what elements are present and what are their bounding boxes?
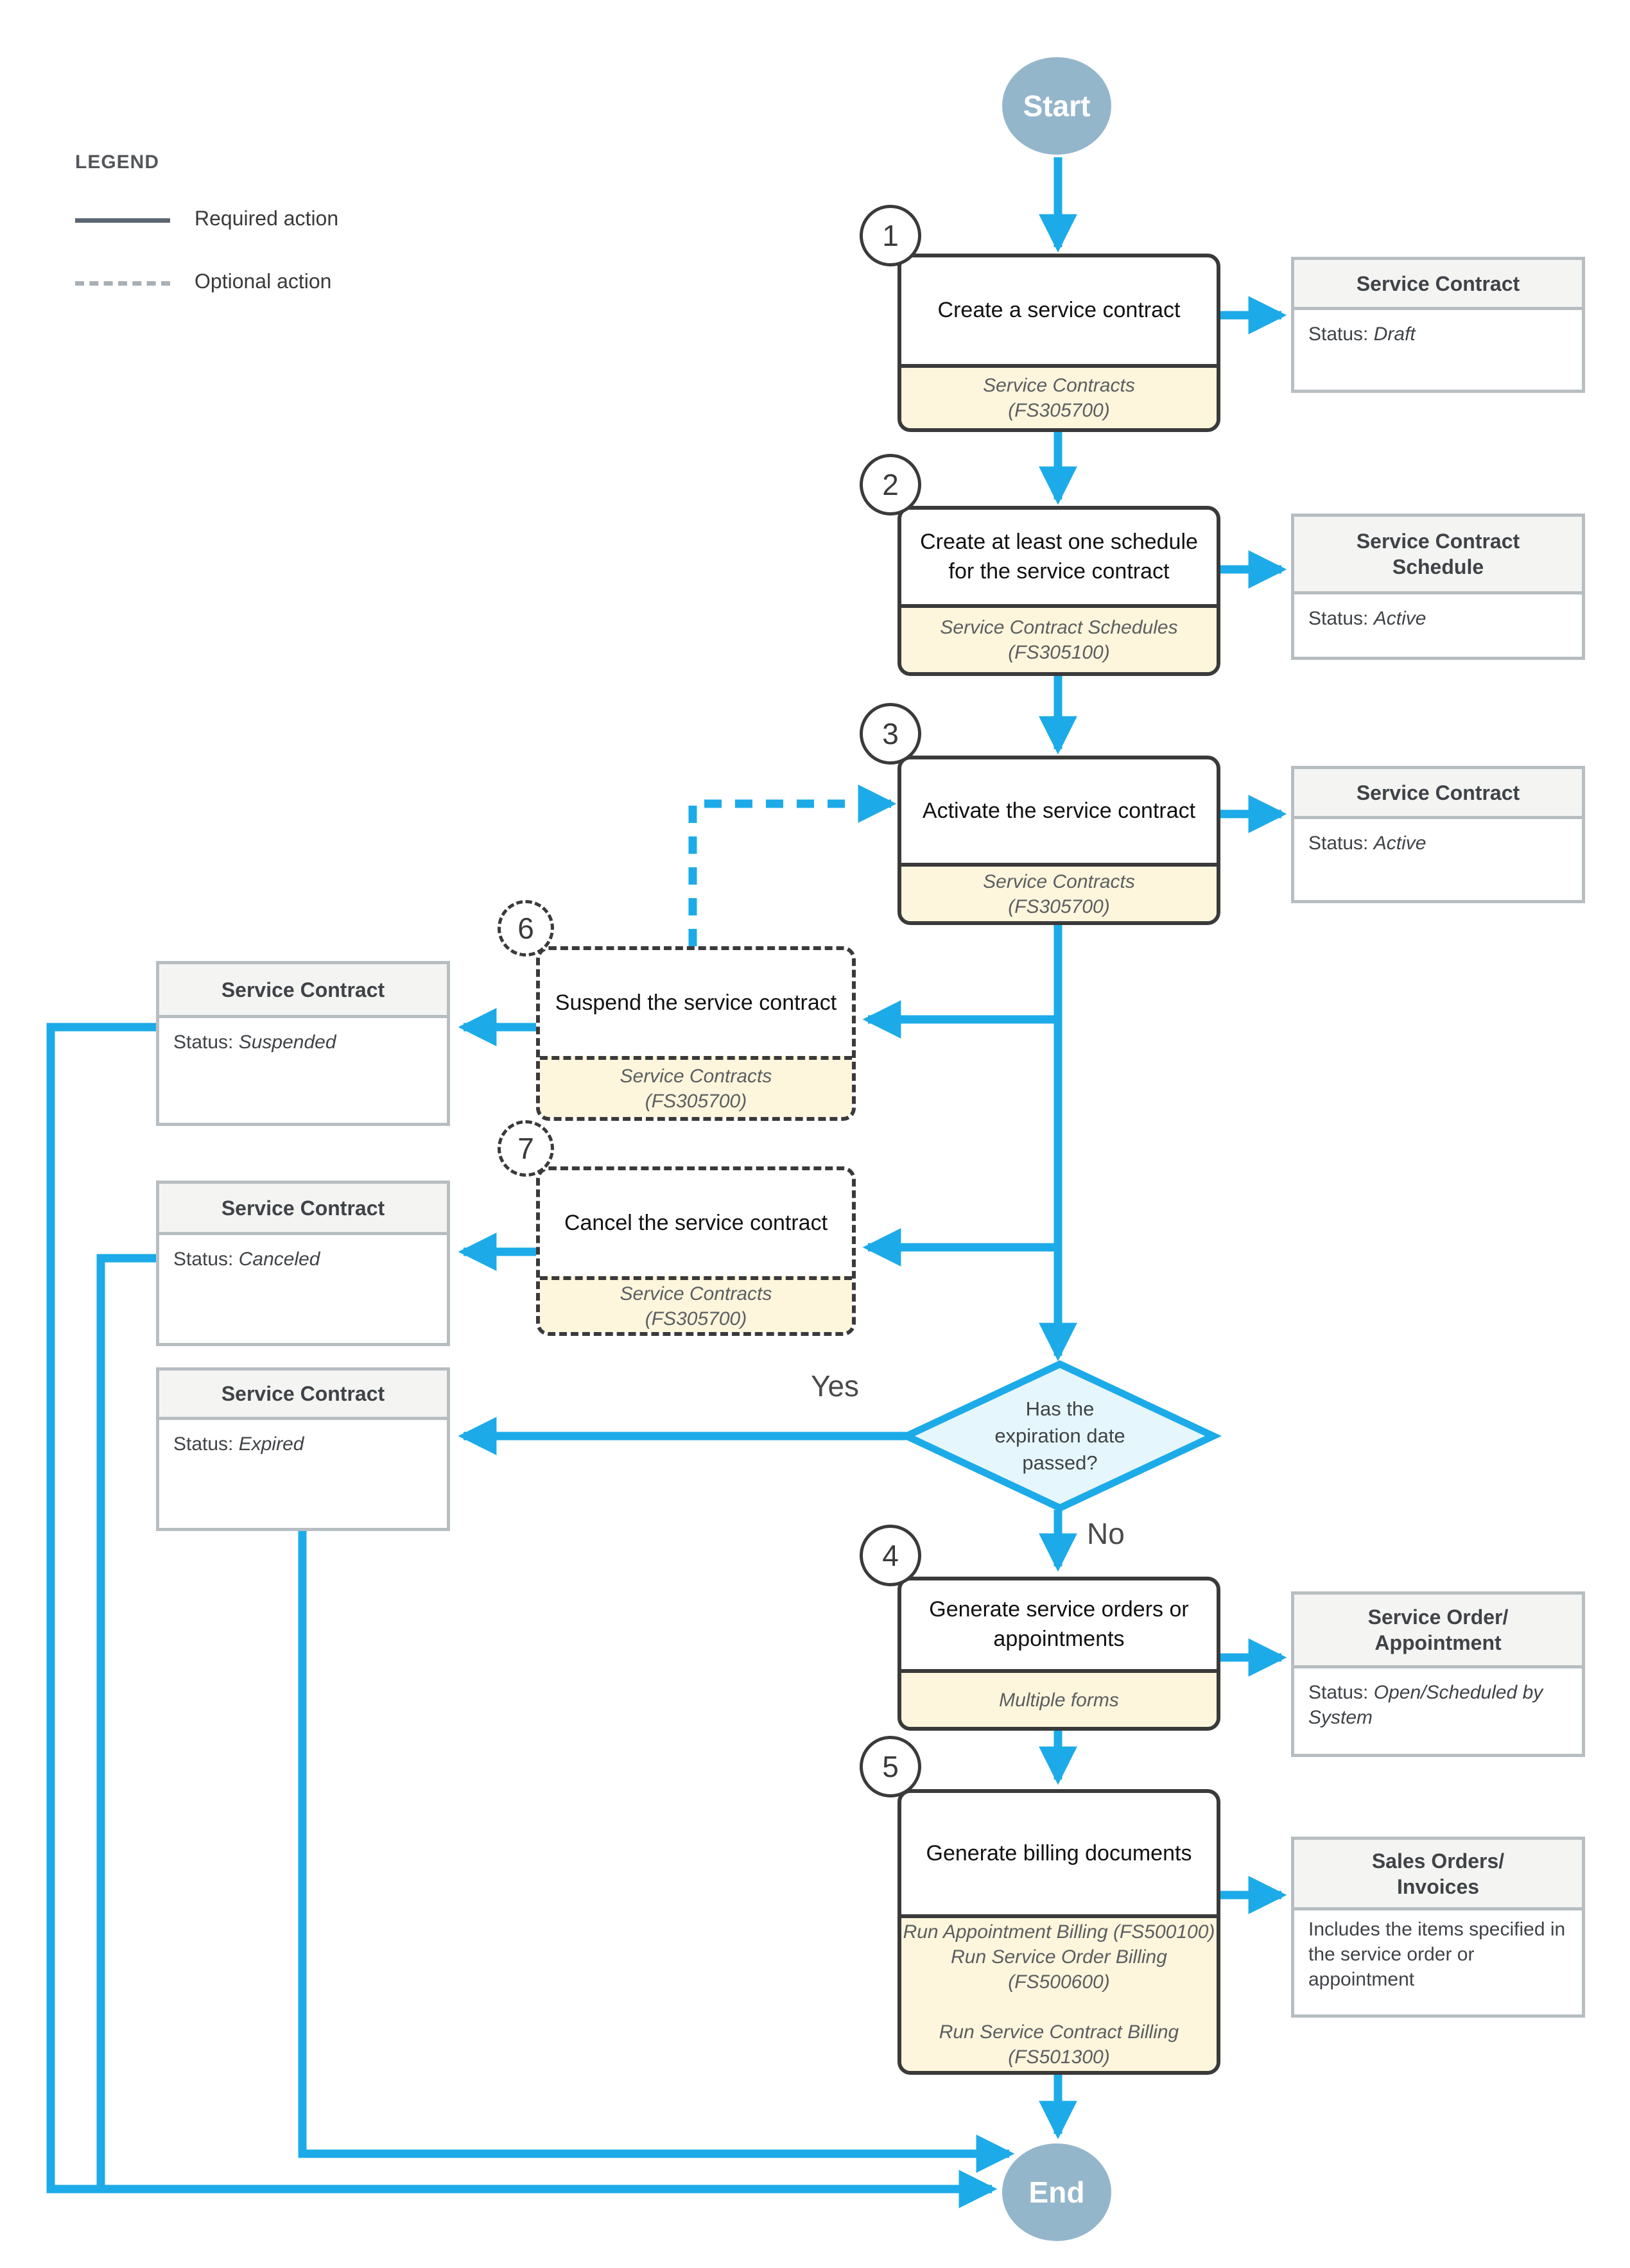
status-value: Active [1373,608,1426,629]
status-label: Status: [1308,1682,1369,1703]
status-label: Status: [173,1249,234,1270]
artifact-title: Service Contract [1294,260,1582,310]
optional-action-line-sample [75,281,170,286]
step-form-reference: Multiple forms [901,1669,1217,1727]
step-form-reference: Service Contracts (FS305700) [540,1276,852,1332]
artifact-status: Status: Open/Scheduled by System [1294,1668,1582,1754]
step-number-badge-6: 6 [498,900,554,957]
artifact-status: Status: Suspended [159,1018,447,1123]
artifact-title: Service Contract [159,964,447,1018]
step-cancel-contract: Cancel the service contract Service Cont… [536,1166,856,1336]
artifact-status: Status: Active [1294,594,1582,657]
line-suspended-to-end [46,1023,998,2208]
status-label: Status: [1308,608,1369,629]
decision-diamond [898,1360,1222,1512]
step-label: Cancel the service contract [564,1210,828,1235]
status-label: Status: [1308,324,1369,345]
artifact-status: Status: Expired [159,1420,447,1528]
step-suspend-contract: Suspend the service contract Service Con… [536,946,856,1121]
status-value: Draft [1373,324,1416,345]
artifact-contract-active: Service Contract Status: Active [1291,766,1585,903]
step-number-badge-2: 2 [860,454,921,515]
artifact-contract-expired: Service Contract Status: Expired [156,1367,450,1531]
artifact-contract-schedule: Service Contract Schedule Status: Active [1291,514,1585,660]
required-action-line-sample [75,218,170,223]
decision-question: Has the expiration date passed? [994,1398,1125,1474]
step-number-badge-5: 5 [860,1736,921,1797]
artifact-title: Service Order/ Appointment [1294,1595,1582,1668]
artifact-title: Service Contract [159,1184,447,1235]
step-label: Create a service contract [937,298,1181,323]
step-generate-billing: Generate billing documents Run Appointme… [897,1789,1220,2075]
step-form-reference: Service Contracts (FS305700) [901,863,1217,921]
status-value: Canceled [238,1249,320,1270]
artifact-contract-draft: Service Contract Status: Draft [1291,257,1585,393]
legend-row-required: Required action [75,207,338,236]
step-label: Activate the service contract [922,798,1196,823]
artifact-status: Status: Draft [1294,310,1582,390]
step-activate-contract: Activate the service contract Service Co… [897,756,1220,925]
status-label: Status: [1308,833,1369,854]
artifact-title: Service Contract [159,1371,447,1420]
step-generate-orders: Generate service orders or appointments … [897,1577,1220,1731]
status-value: Suspended [238,1032,336,1053]
step-label: Generate service orders or appointments [929,1597,1189,1651]
artifact-contract-suspended: Service Contract Status: Suspended [156,961,450,1126]
step-form-reference: Run Appointment Billing (FS500100) Run S… [901,1914,1217,2071]
step-number-badge-1: 1 [860,205,921,266]
artifact-title: Sales Orders/ Invoices [1294,1840,1582,1910]
step-number-badge-4: 4 [860,1525,921,1586]
step-label: Create at least one schedule for the ser… [920,529,1198,584]
decision-no-label: No [1087,1517,1125,1550]
status-label: Status: [173,1032,234,1053]
start-node: Start [1002,57,1111,155]
decision-yes-label: Yes [811,1369,860,1403]
legend-row-optional: Optional action [75,270,331,299]
status-label: Status: [173,1433,234,1455]
step-label: Suspend the service contract [555,990,837,1015]
step-create-contract: Create a service contract Service Contra… [897,254,1220,432]
artifact-status: Status: Canceled [159,1235,447,1343]
status-value: Expired [238,1433,304,1455]
artifact-title: Service Contract Schedule [1294,517,1582,594]
arrow-optional-suspend-to-activate [688,784,897,946]
artifact-description: Includes the items specified in the serv… [1308,1919,1566,1990]
step-number-badge-3: 3 [860,703,921,765]
artifact-contract-canceled: Service Contract Status: Canceled [156,1181,450,1346]
artifact-sales-orders: Sales Orders/ Invoices Includes the item… [1291,1837,1585,2018]
artifact-title: Service Contract [1294,769,1582,819]
legend-required-label: Required action [195,207,339,230]
legend-optional-label: Optional action [195,270,332,293]
status-value: Open/Scheduled by System [1308,1682,1543,1728]
legend: LEGEND Required action Optional action [75,151,338,299]
step-number-badge-7: 7 [498,1120,554,1177]
step-form-reference: Service Contracts (FS305700) [901,364,1217,428]
step-form-reference: Service Contract Schedules (FS305100) [901,604,1217,672]
step-label: Generate billing documents [926,1840,1192,1865]
step-create-schedule: Create at least one schedule for the ser… [897,506,1220,676]
line-expired-to-end [298,1510,1015,2173]
artifact-service-order: Service Order/ Appointment Status: Open/… [1291,1591,1585,1757]
end-node: End [1002,2143,1111,2241]
artifact-status: Status: Active [1294,819,1582,900]
legend-title: LEGEND [75,151,160,173]
status-value: Active [1373,833,1426,854]
step-form-reference: Service Contracts (FS305700) [540,1056,852,1117]
line-canceled-to-end [96,1254,156,2189]
